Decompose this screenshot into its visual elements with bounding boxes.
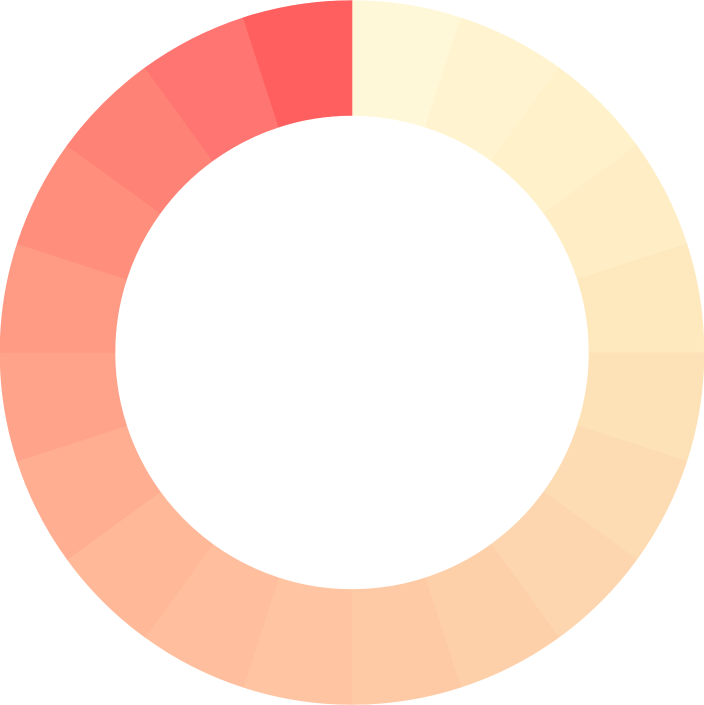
- donut-slice-15: [0, 352, 127, 462]
- donut-slice-5: [577, 243, 704, 353]
- donut-slice-20: [242, 0, 353, 128]
